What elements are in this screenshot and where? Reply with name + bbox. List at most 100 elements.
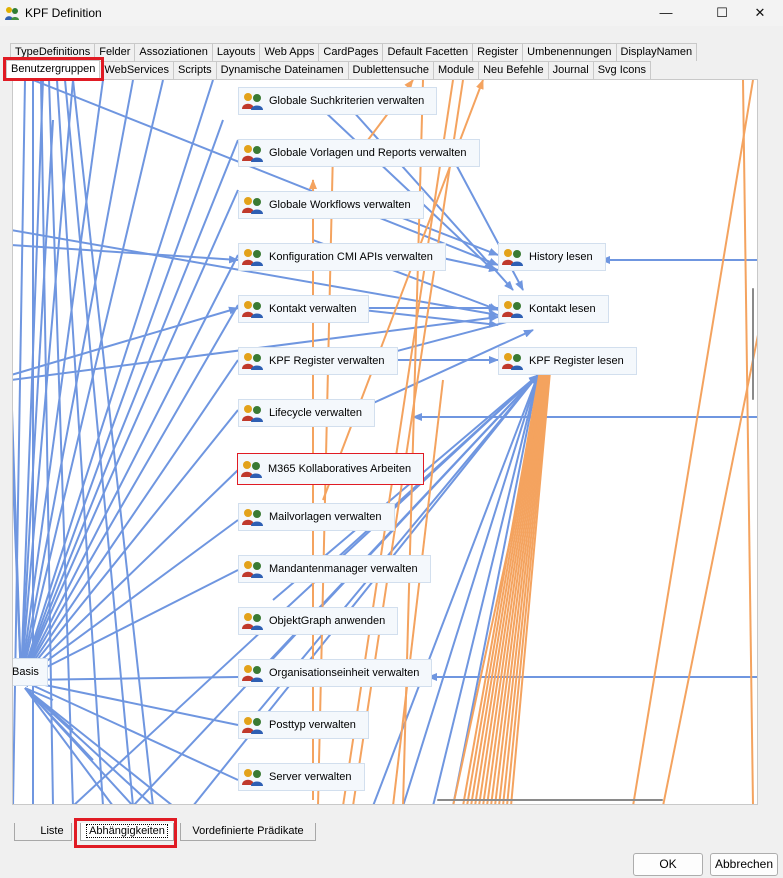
dependency-edge [342, 99, 514, 291]
tab-typedefinitions[interactable]: TypeDefinitions [10, 43, 96, 61]
tab-webservices[interactable]: WebServices [99, 61, 175, 79]
tab-benutzergruppen[interactable]: Benutzergruppen [6, 60, 101, 80]
close-button[interactable]: ✕ [737, 0, 783, 26]
dependency-edge [20, 254, 239, 681]
dependency-edge [392, 379, 444, 804]
node-globale-suchkriterien[interactable]: Globale Suchkriterien verwalten [238, 87, 438, 115]
user-group-icon [242, 717, 263, 734]
dependency-edge [56, 80, 104, 804]
node-label: Mandantenmanager verwalten [269, 563, 418, 575]
dependency-edge [20, 679, 239, 781]
dependency-edge [40, 80, 54, 804]
tab-liste-label: Liste [40, 825, 64, 837]
node-label: Globale Suchkriterien verwalten [269, 95, 425, 107]
node-organisationseinheit-verwalten[interactable]: Organisationseinheit verwalten [238, 659, 433, 687]
tab-vordefinierte-praedikate-label: Vordefinierte Prädikate [192, 825, 304, 837]
node-history-lesen[interactable]: History lesen [498, 243, 606, 271]
user-group-icon [502, 301, 523, 318]
minimize-button[interactable]: — [643, 0, 689, 26]
dependency-edge [20, 304, 239, 681]
dependency-edge [452, 409, 539, 804]
dependency-edge [482, 364, 548, 804]
tab-module[interactable]: Module [432, 61, 480, 79]
tab-dublettensuche[interactable]: Dublettensuche [347, 61, 434, 79]
dependency-edge [17, 119, 54, 681]
user-group-icon [242, 249, 263, 266]
node-globale-workflows[interactable]: Globale Workflows verwalten [238, 191, 424, 219]
tab-umbenennungen[interactable]: Umbenennungen [522, 43, 617, 61]
node-m365-kollaboratives-arbeiten[interactable]: M365 Kollaboratives Arbeiten [237, 453, 425, 485]
tab-vordefinierte-praedikate[interactable]: Vordefinierte Prädikate [180, 823, 316, 841]
dependency-edge [24, 687, 153, 804]
cancel-button[interactable]: Abbrechen [710, 853, 778, 876]
tab-svg-icons[interactable]: Svg Icons [592, 61, 651, 79]
node-label: KPF Register verwalten [269, 355, 385, 367]
dependency-edge [452, 374, 541, 804]
dependency-edge [13, 306, 239, 376]
user-group-icon [242, 769, 263, 786]
user-group-icon [242, 353, 263, 370]
user-group-icon [242, 665, 263, 682]
node-kontakt-lesen[interactable]: Kontakt lesen [498, 295, 609, 323]
dependency-graph[interactable]: Globale Suchkriterien verwalten Globale … [12, 79, 758, 805]
node-mandantenmanager-verwalten[interactable]: Mandantenmanager verwalten [238, 555, 431, 583]
maximize-button[interactable]: ☐ [699, 0, 745, 26]
tab-felder[interactable]: Felder [94, 43, 136, 61]
title-bar: KPF Definition — ☐ ✕ [0, 0, 783, 26]
user-group-icon [242, 301, 263, 318]
node-konfiguration-cmi[interactable]: Konfiguration CMI APIs verwalten [238, 243, 446, 271]
vertical-scrollbar[interactable] [752, 288, 754, 400]
user-group-icon [242, 93, 263, 110]
tab-assoziationen[interactable]: Assoziationen [134, 43, 213, 61]
dependency-edge [64, 80, 134, 804]
dependency-edge [506, 364, 553, 804]
node-server-verwalten[interactable]: Server verwalten [238, 763, 365, 791]
dependency-edge [20, 409, 239, 681]
tab-neu-befehle[interactable]: Neu Befehle [478, 61, 549, 79]
user-group-icon [241, 461, 262, 478]
dependency-edge [20, 677, 239, 726]
tab-layouts[interactable]: Layouts [211, 43, 261, 61]
dependency-edge [13, 244, 239, 264]
dependency-edge [498, 364, 552, 804]
horizontal-scrollbar[interactable] [437, 799, 663, 801]
user-group-icon [242, 197, 263, 214]
node-kontakt-verwalten[interactable]: Kontakt verwalten [238, 295, 370, 323]
node-mailvorlagen-verwalten[interactable]: Mailvorlagen verwalten [238, 503, 395, 531]
user-group-icon [242, 145, 263, 162]
tab-displaynamen[interactable]: DisplayNamen [615, 43, 698, 61]
dependency-edge [662, 334, 757, 804]
node-globale-vorlagen[interactable]: Globale Vorlagen und Reports verwalten [238, 139, 480, 167]
tab-liste[interactable]: Liste [14, 823, 72, 841]
dependency-edge [18, 80, 104, 681]
tab-register[interactable]: Register [472, 43, 524, 61]
tab-dynamische-dateinamen[interactable]: Dynamische Dateinamen [215, 61, 349, 79]
dependency-edge [13, 454, 25, 681]
tab-default-facetten[interactable]: Default Facetten [382, 43, 474, 61]
node-objektgraph-anwenden[interactable]: ObjektGraph anwenden [238, 607, 399, 635]
tab-cardpages[interactable]: CardPages [318, 43, 384, 61]
node-label: Basis [12, 666, 39, 678]
tab-scripts[interactable]: Scripts [173, 61, 217, 79]
dependency-edge [402, 374, 540, 804]
dependency-edge [502, 364, 553, 804]
dependency-edge [466, 364, 545, 804]
tab-web-apps[interactable]: Web Apps [259, 43, 320, 61]
node-kpf-register-verwalten[interactable]: KPF Register verwalten [238, 347, 398, 375]
dependency-edge [24, 687, 173, 804]
node-kpf-register-lesen[interactable]: KPF Register lesen [498, 347, 637, 375]
dependency-edge [362, 309, 499, 328]
tab-journal[interactable]: Journal [547, 61, 594, 79]
node-basis[interactable]: Basis [12, 658, 48, 686]
ok-button[interactable]: OK [633, 853, 703, 876]
node-lifecycle-verwalten[interactable]: Lifecycle verwalten [238, 399, 375, 427]
dependency-edge [490, 364, 550, 804]
dependency-edge [478, 364, 547, 804]
dependency-edge [13, 80, 26, 804]
tab-abhaengigkeiten[interactable]: Abhängigkeiten [80, 823, 174, 841]
node-label: Globale Vorlagen und Reports verwalten [269, 147, 467, 159]
dependency-edge [20, 675, 239, 684]
node-posttyp-verwalten[interactable]: Posttyp verwalten [238, 711, 369, 739]
user-group-icon [242, 613, 263, 630]
node-label: Mailvorlagen verwalten [269, 511, 382, 523]
